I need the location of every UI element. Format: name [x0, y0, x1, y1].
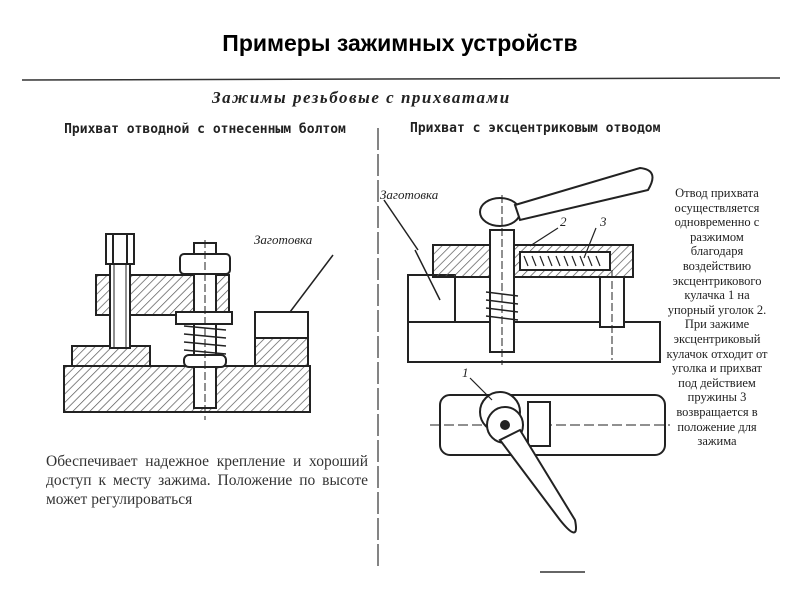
- left-figure-caption: Обеспечивает надежное крепление и хороши…: [46, 453, 368, 508]
- part-number-1: 1: [462, 365, 469, 380]
- page-title: Примеры зажимных устройств: [222, 30, 578, 56]
- section-title: Зажимы резьбовые с прихватами: [212, 88, 511, 107]
- right-clamp-topview: [430, 377, 670, 534]
- left-figure-heading: Прихват отводной с отнесенным болтом: [64, 122, 346, 137]
- right-figure-heading: Прихват с эксцентриковым отводом: [410, 121, 661, 136]
- right-figure-caption: Отвод прихвата осуществляется одновремен…: [666, 186, 768, 449]
- left-clamp-drawing: [63, 233, 334, 420]
- part-number-2: 2: [560, 214, 567, 229]
- base-plate: [63, 365, 311, 413]
- left-workpiece-label: Заготовка: [254, 232, 313, 247]
- part-number-3: 3: [600, 214, 607, 229]
- scan-top-rule: [21, 77, 781, 81]
- right-workpiece-label: Заготовка: [380, 187, 439, 202]
- right-clamp-drawing: [383, 166, 661, 365]
